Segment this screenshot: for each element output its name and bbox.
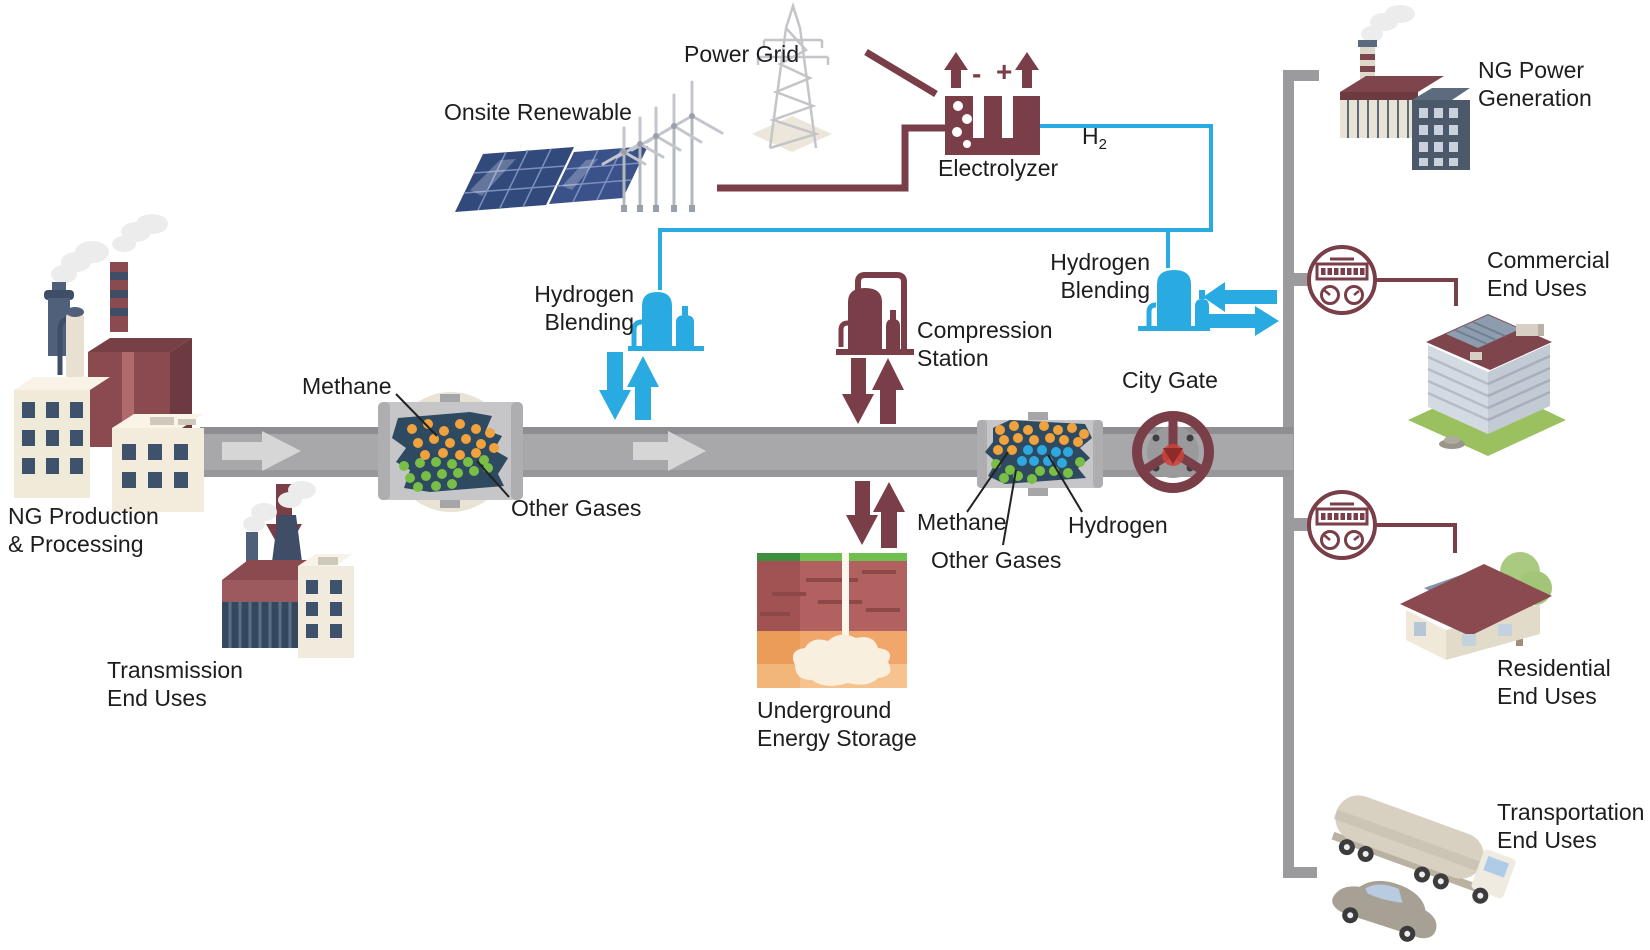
h2-label: H2 (1082, 123, 1107, 153)
hydrogen-dots (1017, 445, 1073, 468)
gas-meter-commercial-icon (1307, 245, 1458, 315)
ng-production-icon (14, 214, 204, 512)
wind-turbines-icon (601, 80, 724, 212)
compress-down-arrow (842, 358, 874, 424)
blend-up-arrow (627, 356, 659, 420)
methane-upstream-label: Methane (302, 373, 392, 399)
ng-power-generation-icon (1340, 5, 1470, 170)
hydrogen-blending-downstream-icon (1138, 270, 1279, 336)
hydrogen-downstream-label: Hydrogen (1068, 512, 1168, 538)
gas-meter-residential-icon (1307, 490, 1457, 560)
blend-right-arrow (1207, 306, 1279, 336)
city-gate-label: City Gate (1122, 367, 1218, 393)
storage-exchange-arrows (846, 481, 905, 548)
electrolyzer-label: Electrolyzer (938, 155, 1059, 181)
power-grid-label: Power Grid (684, 41, 800, 67)
hydrogen-blending-upstream-icon (599, 292, 704, 420)
city-gate-valve-icon (1132, 411, 1214, 493)
other-gases-dots (399, 455, 493, 492)
pipe-cutaway-upstream (378, 392, 523, 512)
onsite-renewable-icon (455, 80, 724, 212)
other-gases-upstream-label: Other Gases (511, 495, 642, 521)
transmission-end-uses-icon (222, 481, 354, 658)
blend-left-arrow (1203, 282, 1277, 312)
ng-production-label: NG Production& Processing (8, 503, 159, 557)
blend-down-arrow (599, 352, 631, 420)
power-feed-lines (717, 48, 945, 192)
electrolyzer-plus-label: + (996, 56, 1013, 87)
residential-house-icon (1400, 552, 1552, 660)
compression-station-icon (836, 272, 914, 424)
gas-out-arrow (944, 52, 968, 88)
pipe-cutaway-downstream (977, 412, 1103, 496)
tanker-truck-icon (1331, 795, 1516, 904)
gas-out-arrow (1015, 52, 1039, 88)
methane-dots (407, 419, 499, 460)
power-grid-tower-icon (752, 1, 832, 152)
electrolyzer-icon (944, 52, 1040, 155)
underground-storage-icon (757, 553, 907, 688)
main-pipeline (200, 427, 1293, 477)
commercial-building-icon (1408, 314, 1566, 456)
h2-lines (658, 124, 1213, 290)
other-gases-dots (991, 457, 1085, 484)
compress-up-arrow (872, 358, 904, 424)
methane-dots (993, 421, 1089, 455)
car-icon (1332, 880, 1437, 942)
methane-downstream-label: Methane (917, 509, 1007, 535)
pipeline-flow-arrow (222, 431, 706, 471)
transportation-icons (1331, 795, 1516, 942)
electrolyzer-minus-label: - (972, 58, 982, 89)
other-gases-downstream-label: Other Gases (931, 547, 1062, 573)
onsite-renewable-label: Onsite Renewable (444, 99, 632, 125)
leader-lines (395, 393, 1083, 546)
